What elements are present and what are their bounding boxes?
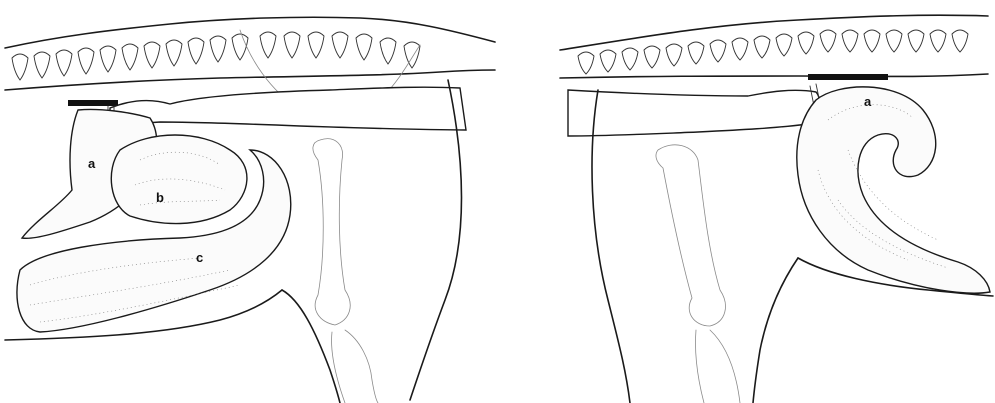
left-femur bbox=[313, 139, 350, 325]
right-anatomical-illustration: a bbox=[498, 0, 995, 403]
right-spine-lower-edge bbox=[560, 74, 988, 78]
left-dark-bar bbox=[68, 100, 118, 106]
right-arm bbox=[568, 90, 820, 136]
right-femur bbox=[656, 145, 725, 326]
right-label-a: a bbox=[864, 94, 872, 109]
left-dorsal-contour bbox=[5, 17, 495, 48]
left-label-b: b bbox=[156, 190, 164, 205]
left-vertebrae bbox=[12, 32, 420, 80]
right-thigh-outline bbox=[592, 90, 630, 403]
right-illustration-svg: a bbox=[498, 0, 995, 403]
left-label-c: c bbox=[196, 250, 203, 265]
left-arm bbox=[110, 87, 466, 130]
right-organ-a bbox=[797, 87, 990, 293]
left-anatomical-illustration: a b c bbox=[0, 0, 497, 403]
right-leg-back bbox=[753, 258, 798, 403]
right-vertebrae bbox=[578, 30, 968, 74]
left-label-a: a bbox=[88, 156, 96, 171]
left-illustration-svg: a b c bbox=[0, 0, 497, 403]
right-dark-bar bbox=[808, 74, 888, 80]
left-leg-front bbox=[282, 290, 340, 403]
right-dorsal-contour bbox=[560, 15, 988, 50]
